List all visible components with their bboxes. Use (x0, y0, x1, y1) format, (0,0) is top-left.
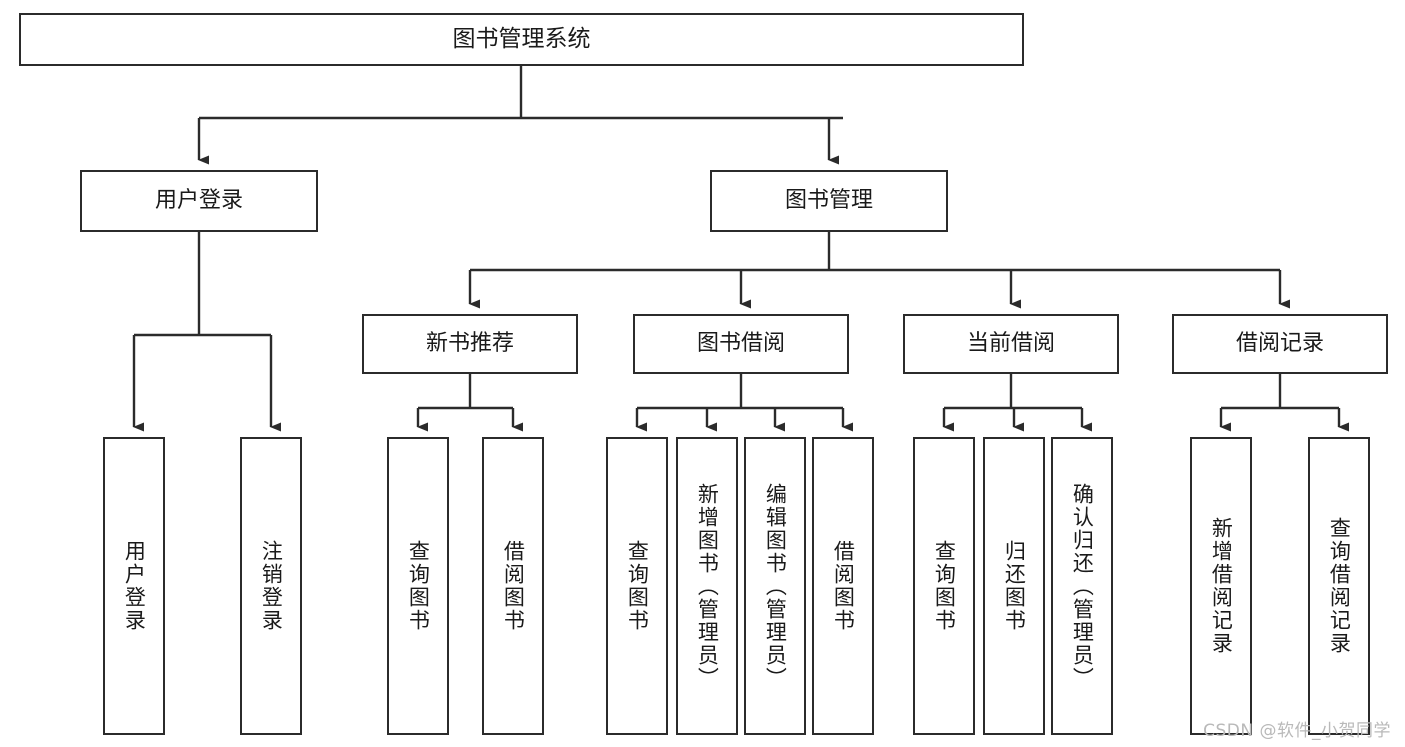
node-label: 当前借阅 (966, 331, 1055, 357)
node-label: 确认归还（管理员） (1070, 482, 1095, 690)
node-book-management[interactable]: 图书管理 (710, 170, 948, 232)
node-label: 借阅图书 (831, 540, 856, 632)
node-user-login[interactable]: 用户登录 (80, 170, 318, 232)
node-label: 查询图书 (406, 540, 431, 632)
leaf-logout[interactable]: 注销登录 (240, 437, 302, 735)
leaf-user-login[interactable]: 用户登录 (103, 437, 165, 735)
leaf-return-book[interactable]: 归还图书 (983, 437, 1045, 735)
node-current-borrow[interactable]: 当前借阅 (903, 314, 1119, 374)
node-label: 图书借阅 (696, 331, 785, 357)
node-label: 用户登录 (122, 540, 147, 632)
node-label: 图书管理 (784, 188, 873, 214)
node-borrow-record[interactable]: 借阅记录 (1172, 314, 1388, 374)
leaf-query-book-recommend[interactable]: 查询图书 (387, 437, 449, 735)
node-label: 借阅记录 (1235, 331, 1324, 357)
watermark-text: CSDN @软件_小贺同学 (1203, 721, 1391, 741)
node-label: 新增图书（管理员） (695, 482, 720, 690)
node-label: 新书推荐 (425, 331, 514, 357)
node-label: 借阅图书 (501, 540, 526, 632)
node-book-borrow[interactable]: 图书借阅 (633, 314, 849, 374)
node-label: 查询图书 (932, 540, 957, 632)
leaf-edit-book-admin[interactable]: 编辑图书（管理员） (744, 437, 806, 735)
leaf-borrow-book[interactable]: 借阅图书 (812, 437, 874, 735)
node-root-system[interactable]: 图书管理系统 (19, 13, 1024, 66)
node-label: 查询图书 (625, 540, 650, 632)
node-label: 编辑图书（管理员） (763, 482, 788, 690)
leaf-add-book-admin[interactable]: 新增图书（管理员） (676, 437, 738, 735)
node-new-book-recommend[interactable]: 新书推荐 (362, 314, 578, 374)
node-label: 查询借阅记录 (1327, 517, 1352, 655)
leaf-borrow-book-recommend[interactable]: 借阅图书 (482, 437, 544, 735)
node-label: 新增借阅记录 (1209, 517, 1234, 655)
leaf-query-borrow-record[interactable]: 查询借阅记录 (1308, 437, 1370, 735)
leaf-add-borrow-record[interactable]: 新增借阅记录 (1190, 437, 1252, 735)
leaf-query-book-borrow[interactable]: 查询图书 (606, 437, 668, 735)
node-label: 注销登录 (259, 540, 284, 632)
leaf-query-book-current[interactable]: 查询图书 (913, 437, 975, 735)
leaf-confirm-return-admin[interactable]: 确认归还（管理员） (1051, 437, 1113, 735)
node-label: 用户登录 (154, 188, 243, 214)
node-label: 归还图书 (1002, 540, 1027, 632)
node-label: 图书管理系统 (452, 25, 591, 52)
